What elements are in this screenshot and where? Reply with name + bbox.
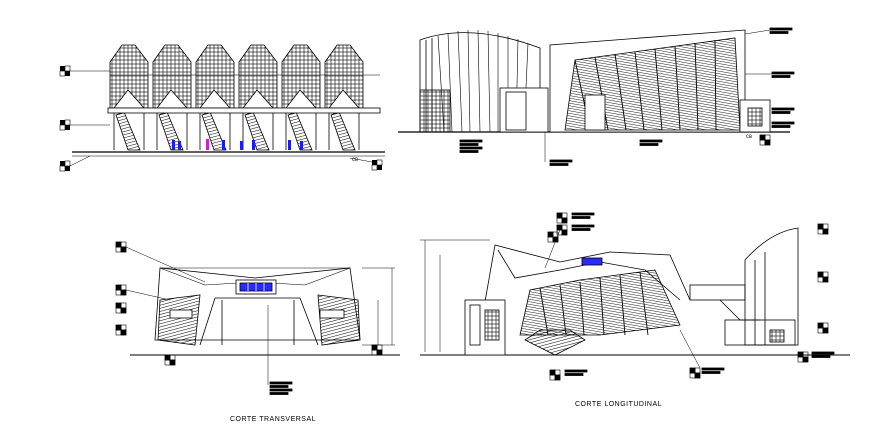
view-title-corte-longitudinal: CORTE LONGITUDINAL: [575, 401, 663, 408]
section-tag-right: CB: [746, 134, 753, 140]
view-title-corte-transversal: CORTE TRANSVERSAL: [230, 416, 317, 423]
section-tag-left: CB: [352, 157, 359, 163]
bottom-left-section: [115, 241, 400, 395]
top-left-elevation: [59, 44, 385, 172]
top-right-elevation: [398, 27, 795, 166]
bottom-right-section: [420, 212, 850, 381]
